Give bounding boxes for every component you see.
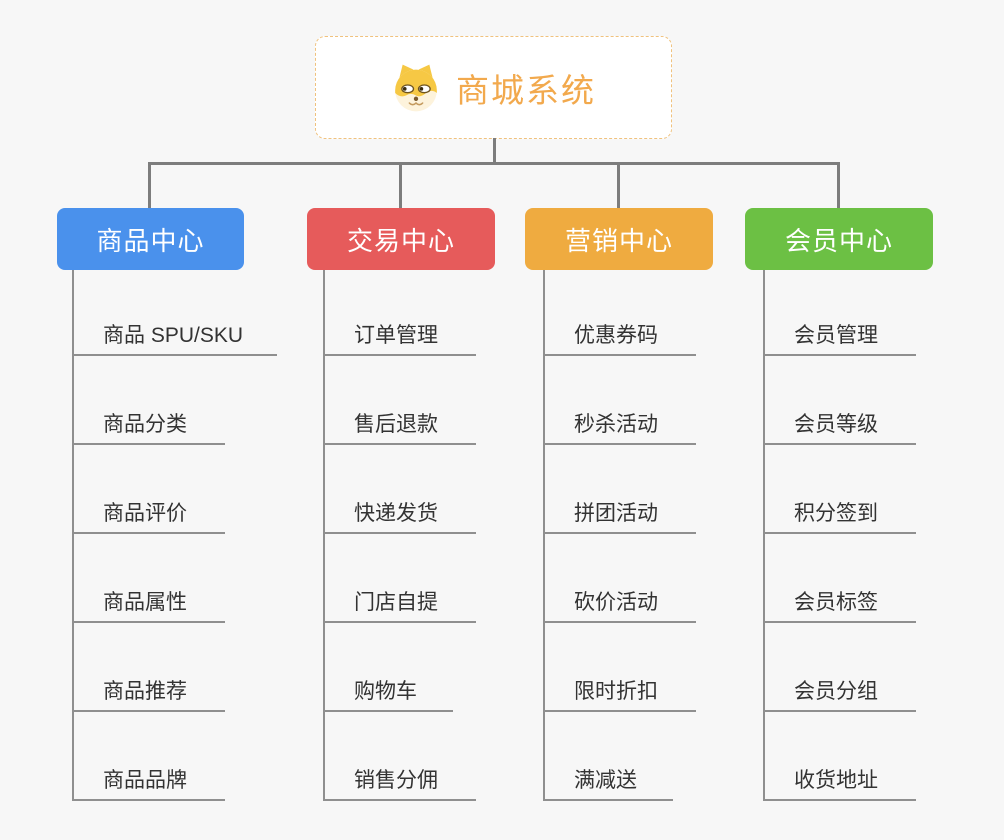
dog-face-icon xyxy=(395,64,437,111)
connector-main-horizontal xyxy=(148,162,840,165)
leaf-item[interactable]: 会员等级 xyxy=(763,409,916,445)
branch-header-product-center[interactable]: 商品中心 xyxy=(57,208,244,270)
leaf-item[interactable]: 收货地址 xyxy=(763,765,916,801)
leaf-item[interactable]: 积分签到 xyxy=(763,498,916,534)
leaf-item[interactable]: 秒杀活动 xyxy=(543,409,696,445)
branch-spine-member xyxy=(763,270,765,800)
root-title: 商城系统 xyxy=(456,71,596,109)
leaf-item[interactable]: 拼团活动 xyxy=(543,498,696,534)
branch-spine-product xyxy=(72,270,74,800)
connector-branch1-vertical xyxy=(148,164,151,209)
branch-spine-trade xyxy=(323,270,325,800)
leaf-item[interactable]: 售后退款 xyxy=(323,409,476,445)
leaf-item[interactable]: 销售分佣 xyxy=(323,765,476,801)
branch-header-marketing-center[interactable]: 营销中心 xyxy=(525,208,713,270)
leaf-item[interactable]: 订单管理 xyxy=(323,320,476,356)
leaf-item[interactable]: 优惠券码 xyxy=(543,320,696,356)
connector-root-vertical xyxy=(493,138,496,164)
leaf-item[interactable]: 商品评价 xyxy=(72,498,225,534)
connector-branch3-vertical xyxy=(617,164,620,209)
branch-spine-marketing xyxy=(543,270,545,800)
leaf-item[interactable]: 门店自提 xyxy=(323,587,476,623)
leaf-item[interactable]: 满减送 xyxy=(543,765,673,801)
leaf-item[interactable]: 商品分类 xyxy=(72,409,225,445)
leaf-item[interactable]: 限时折扣 xyxy=(543,676,696,712)
leaf-item[interactable]: 商品品牌 xyxy=(72,765,225,801)
leaf-item[interactable]: 商品推荐 xyxy=(72,676,225,712)
branch-header-member-center[interactable]: 会员中心 xyxy=(745,208,933,270)
leaf-item[interactable]: 快递发货 xyxy=(323,498,476,534)
branch-header-trade-center[interactable]: 交易中心 xyxy=(307,208,495,270)
connector-branch4-vertical xyxy=(837,164,840,209)
leaf-item[interactable]: 会员管理 xyxy=(763,320,916,356)
root-node[interactable]: 商城系统 xyxy=(315,36,672,139)
leaf-item[interactable]: 商品 SPU/SKU xyxy=(72,320,277,356)
leaf-item[interactable]: 购物车 xyxy=(323,676,453,712)
leaf-item[interactable]: 会员标签 xyxy=(763,587,916,623)
leaf-item[interactable]: 商品属性 xyxy=(72,587,225,623)
leaf-item[interactable]: 砍价活动 xyxy=(543,587,696,623)
connector-branch2-vertical xyxy=(399,164,402,209)
leaf-item[interactable]: 会员分组 xyxy=(763,676,916,712)
